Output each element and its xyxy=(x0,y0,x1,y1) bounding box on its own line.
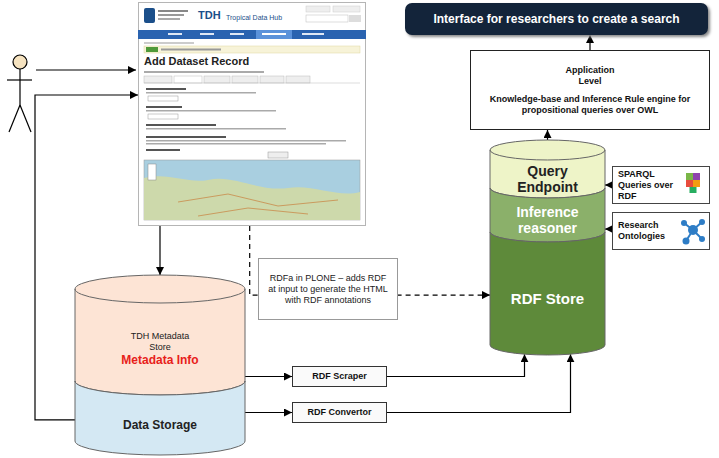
sparql-box: SPARQL Queries over RDF xyxy=(612,166,710,204)
node-text: Data Storage xyxy=(123,418,197,432)
cylinder-outline xyxy=(75,367,245,455)
box-icon xyxy=(680,173,706,199)
screenshot-art xyxy=(138,2,366,226)
ontologies-box: Research Ontologies xyxy=(612,212,710,250)
connector-arrow xyxy=(387,354,525,376)
node-text: Query Endpoint xyxy=(508,163,588,195)
cylinder-outline xyxy=(490,222,605,355)
inference-reasoner-band: Inference reasoner xyxy=(490,178,605,242)
node-text: TDH Metadata Store xyxy=(125,331,195,353)
connector-arrow xyxy=(589,35,590,50)
node-text: RDF Scraper xyxy=(312,371,367,382)
node-text: Tropical Data Hub xyxy=(226,14,282,22)
node-text: Application Level xyxy=(555,65,625,87)
rdf-scraper-box: RDF Scraper xyxy=(292,366,387,387)
connector-arrow xyxy=(547,130,548,140)
connector-arrow xyxy=(387,354,571,412)
query-endpoint-cylinder: Query Endpoint xyxy=(490,140,605,198)
connector-arrow xyxy=(605,229,612,230)
node-text: Research Ontologies xyxy=(618,220,679,242)
rdf-store-band: RDF Store xyxy=(490,222,605,355)
node-text: SPARQL Queries over RDF xyxy=(618,169,679,202)
rdfa-note-box: RDFa in PLONE – adds RDF at input to gen… xyxy=(258,258,398,320)
connector-arrow xyxy=(245,376,292,377)
node-text: Interface for researchers to create a se… xyxy=(433,12,679,26)
node-text: Add Dataset Record xyxy=(144,55,249,68)
connector-arrow xyxy=(159,226,160,275)
node-text: RDFa in PLONE – adds RDF at input to gen… xyxy=(265,273,391,306)
node-text: Metadata Info xyxy=(121,353,198,367)
node-text: RDF Store xyxy=(511,290,584,307)
node-text: Inference reasoner xyxy=(503,204,593,236)
data-storage-band: Data Storage xyxy=(75,367,245,455)
box-icon xyxy=(680,219,706,245)
node-text: TDH xyxy=(198,9,221,21)
node-text: Knowledge-base and Inference Rule engine… xyxy=(479,94,701,116)
screenshot-panel: TDH Tropical Data HubAdd Dataset Record xyxy=(138,2,366,226)
connector-arrow xyxy=(245,412,292,413)
metadata-store-cylinder: TDH Metadata StoreMetadata Info xyxy=(75,275,245,395)
node-text: RDF Convertor xyxy=(307,407,371,418)
application-box: Application LevelKnowledge-base and Infe… xyxy=(470,50,710,130)
user-arrow xyxy=(36,69,136,70)
connector-arrow xyxy=(605,184,612,185)
user-figure xyxy=(7,55,32,132)
interface-box: Interface for researchers to create a se… xyxy=(405,3,708,35)
rdf-convertor-box: RDF Convertor xyxy=(292,402,387,423)
